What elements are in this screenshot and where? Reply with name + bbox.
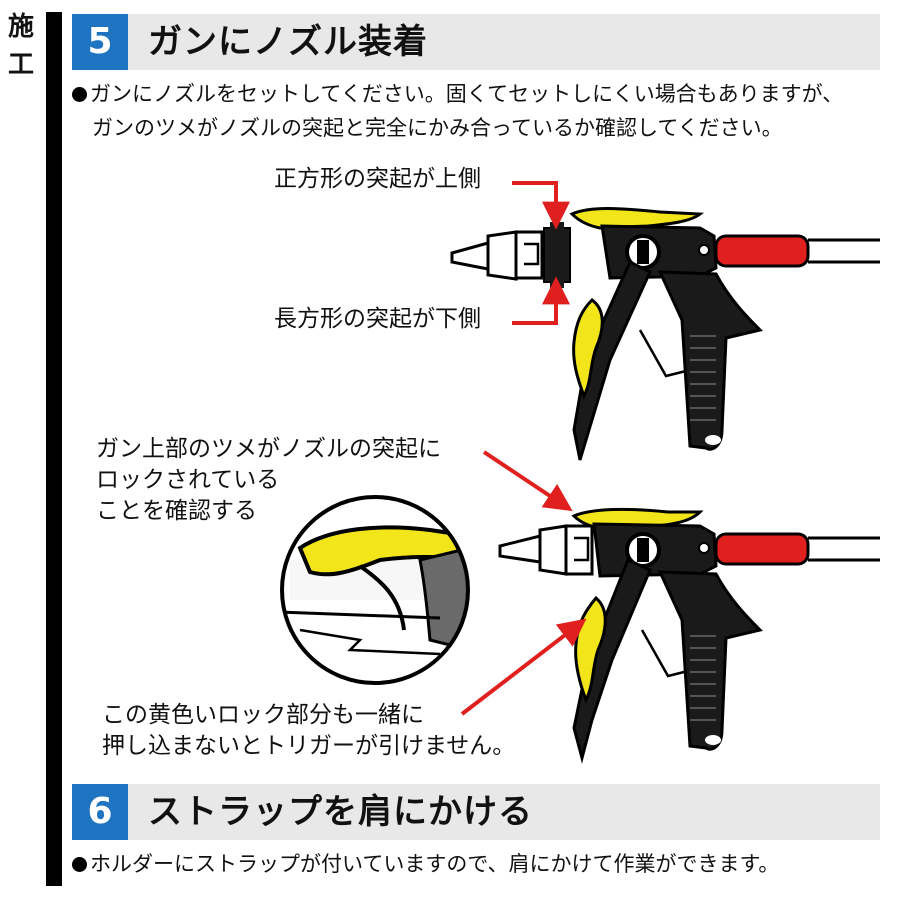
step-6-title: ストラップを肩にかける <box>148 792 533 832</box>
gun-2-illustration <box>498 507 880 764</box>
side-label-char-1: 施 <box>8 12 35 42</box>
bullet-icon <box>72 87 87 102</box>
side-bar <box>46 12 62 886</box>
gun-1-illustration <box>450 207 880 461</box>
bullet-icon <box>72 857 87 872</box>
callout-claw-lock-line-3: ことを確認する <box>96 498 257 524</box>
step-5-text-line-1: ガンにノズルをセットしてください。固くてセットしにくい場合もありますが、 <box>72 78 843 110</box>
callout-yellow-lock-line-1: この黄色いロック部分も一緒に <box>102 702 424 728</box>
step-5-header: 5 ガンにノズル装着 <box>72 14 880 70</box>
side-label-char-2: 工 <box>8 50 35 80</box>
callout-claw-lock: ガン上部のツメがノズルの突起に ロックされている ことを確認する <box>96 434 441 527</box>
zoom-detail-circle <box>280 495 470 685</box>
callout-yellow-lock: この黄色いロック部分も一緒に 押し込まないとトリガーが引けません。 <box>102 700 515 762</box>
step-5-number-badge: 5 <box>72 14 128 70</box>
step-5-text-line-2: ガンのツメがノズルの突起と完全にかみ合っているか確認してください。 <box>92 116 783 140</box>
callout-rect-protrusion: 長方形の突起が下側 <box>274 306 481 332</box>
callout-arrows <box>460 181 587 716</box>
callout-claw-lock-line-1: ガン上部のツメがノズルの突起に <box>96 436 441 462</box>
callout-yellow-lock-line-2: 押し込まないとトリガーが引けません。 <box>102 733 516 759</box>
callout-claw-lock-line-2: ロックされている <box>96 467 280 493</box>
step-6-header: 6 ストラップを肩にかける <box>72 784 880 840</box>
step-5-title: ガンにノズル装着 <box>148 22 428 62</box>
callout-square-protrusion: 正方形の突起が上側 <box>274 166 481 192</box>
step-6-number-badge: 6 <box>72 784 128 840</box>
step-6-text: ホルダーにストラップが付いていますので、肩にかけて作業ができます。 <box>72 848 779 880</box>
